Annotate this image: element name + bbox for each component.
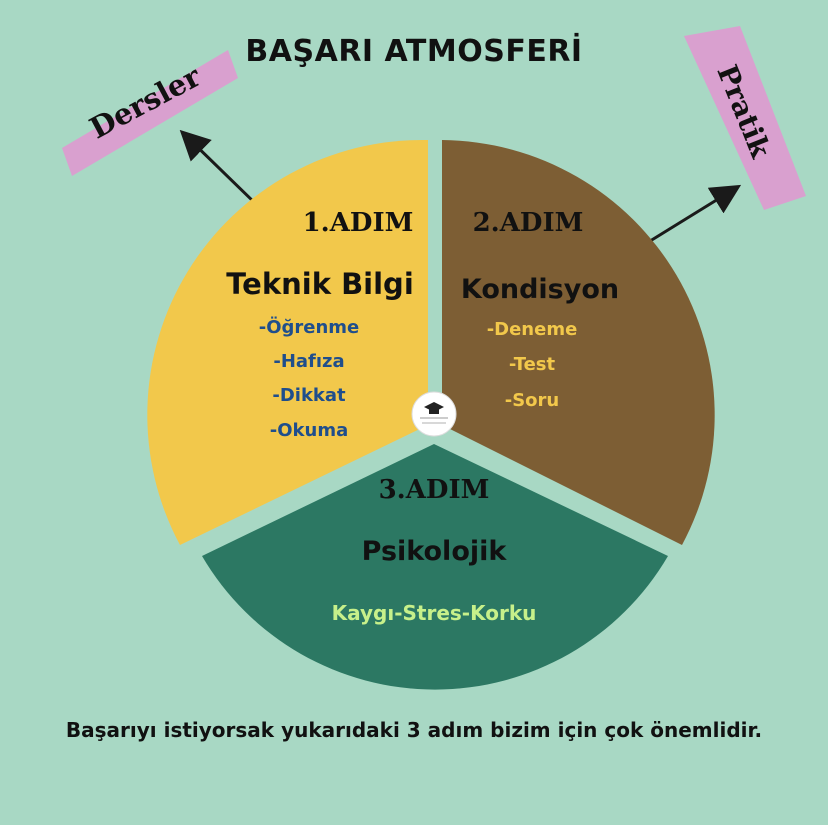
step1-item: -Öğrenme xyxy=(259,316,360,338)
segment-step1 xyxy=(147,139,428,545)
step1-heading: Teknik Bilgi xyxy=(226,267,414,301)
step3-number: 3.ADIM xyxy=(379,475,490,505)
pratik-highlight xyxy=(684,26,806,210)
step2-heading: Kondisyon xyxy=(461,274,619,305)
dersler-highlight xyxy=(62,50,238,176)
segment-step3 xyxy=(202,444,668,690)
step1-number: 1.ADIM xyxy=(303,208,414,238)
step2-item: -Soru xyxy=(505,390,560,411)
step2-number: 2.ADIM xyxy=(473,208,584,238)
step2-item: -Test xyxy=(509,354,556,375)
arrow-to-dersler-icon xyxy=(179,129,260,208)
step2-item: -Deneme xyxy=(487,319,578,340)
step3-heading: Psikolojik xyxy=(362,536,508,567)
arrow-to-pratik-icon xyxy=(641,184,742,248)
step1-item: -Dikkat xyxy=(272,385,346,406)
step1-item: -Okuma xyxy=(270,420,348,441)
step1-item: -Hafıza xyxy=(273,351,344,372)
segment-step2 xyxy=(442,140,715,545)
step3-item: Kaygı-Stres-Korku xyxy=(332,601,537,625)
footer-caption: Başarıyı istiyorsak yukarıdaki 3 adım bi… xyxy=(65,718,763,742)
diagram-title: BAŞARI ATMOSFERİ xyxy=(245,34,583,69)
graduation-cap-logo-icon xyxy=(411,391,457,437)
